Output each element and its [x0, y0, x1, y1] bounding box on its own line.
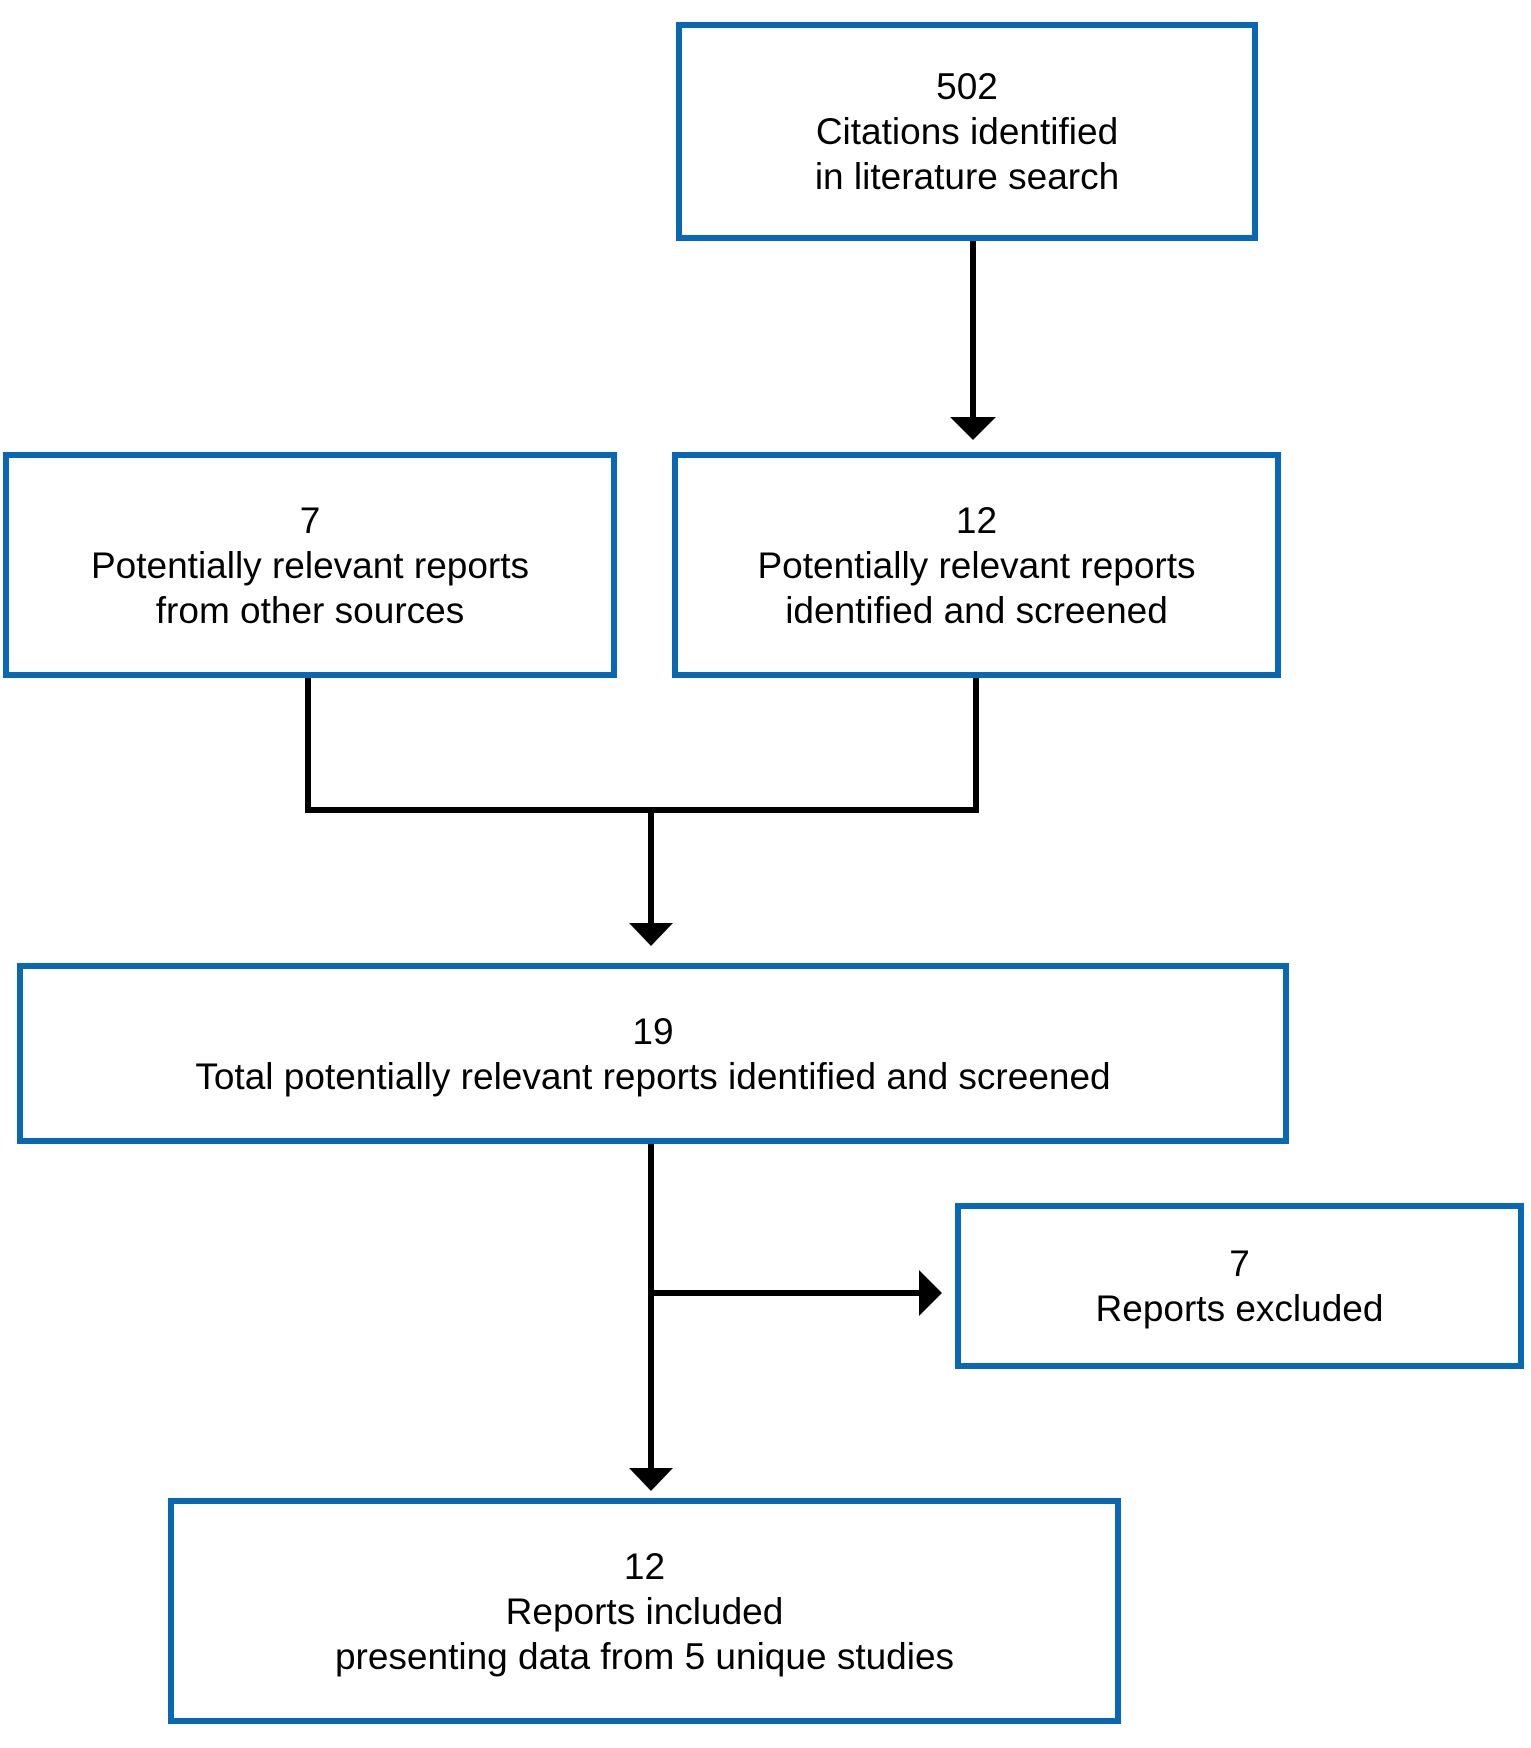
- arrowhead-right-icon: [919, 1270, 942, 1316]
- box-reports-other-sources: 7 Potentially relevant reports from othe…: [3, 452, 617, 678]
- box-count: 7: [1229, 1243, 1250, 1284]
- box-count: 502: [936, 66, 998, 107]
- box-count: 12: [955, 499, 998, 541]
- box-reports-excluded: 7 Reports excluded: [955, 1203, 1524, 1369]
- box-count: 7: [299, 499, 321, 541]
- box-label-line: from other sources: [155, 589, 465, 631]
- box-label-line: Reports included: [505, 1590, 784, 1632]
- box-label-line: Citations identified: [815, 111, 1119, 152]
- box-reports-included: 12 Reports included presenting data from…: [168, 1498, 1121, 1724]
- box-total-reports-screened: 19 Total potentially relevant reports id…: [17, 963, 1289, 1144]
- box-label-line: Potentially relevant reports: [90, 544, 530, 586]
- box-label-line: in literature search: [814, 156, 1120, 197]
- box-label-line: identified and screened: [785, 589, 1168, 631]
- box-count: 19: [632, 1010, 674, 1052]
- box-label-line: Potentially relevant reports: [757, 544, 1196, 586]
- box-count: 12: [623, 1545, 666, 1587]
- box-label-line: Total potentially relevant reports ident…: [195, 1055, 1111, 1097]
- arrowhead-down-icon: [950, 417, 996, 440]
- box-label-line: presenting data from 5 unique studies: [334, 1635, 955, 1677]
- box-citations-identified: 502 Citations identified in literature s…: [676, 22, 1258, 241]
- arrowhead-down-icon: [629, 923, 673, 946]
- arrowhead-down-icon: [629, 1468, 673, 1491]
- box-reports-identified-screened: 12 Potentially relevant reports identifi…: [672, 452, 1281, 678]
- box-label-line: Reports excluded: [1095, 1288, 1384, 1329]
